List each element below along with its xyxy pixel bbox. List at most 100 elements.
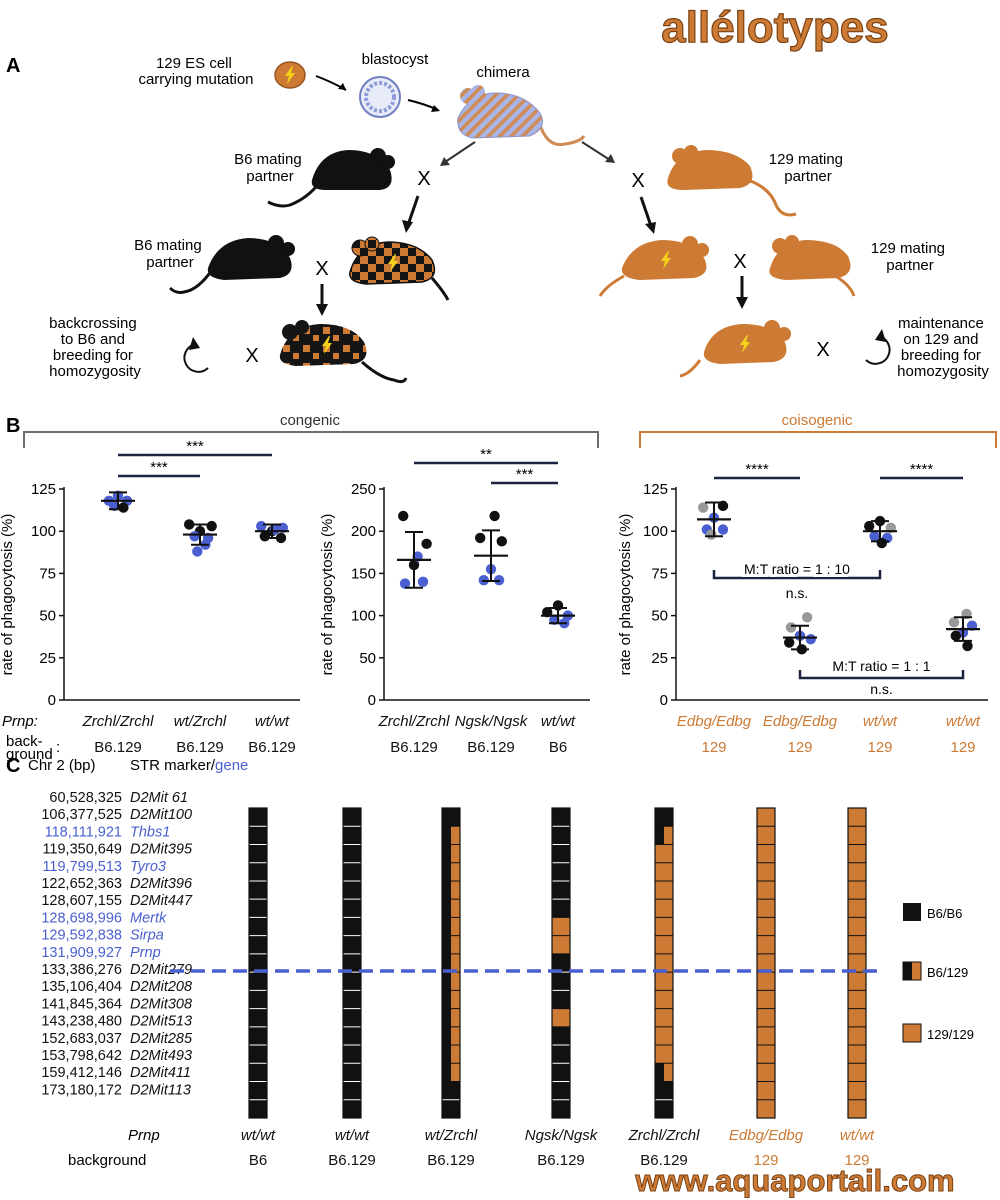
ns-label-2: n.s. (870, 681, 893, 697)
segment-b6-b6 (552, 844, 570, 863)
segment-129-129 (848, 1008, 866, 1027)
group-label: Zrchl/Zrchl (378, 713, 451, 730)
panel-b-label: B (6, 415, 20, 437)
cross-4: X (733, 251, 746, 273)
129-f1-mouse-icon (598, 236, 709, 297)
legend-swatch-b6b6 (903, 903, 921, 921)
segment-129-129 (757, 1045, 775, 1064)
segment-b6-b6 (249, 862, 267, 881)
y-tick-label: 100 (31, 523, 56, 540)
segment-b6-b6 (552, 1063, 570, 1082)
segment-b6-b6 (343, 808, 361, 827)
segment-129-129 (757, 826, 775, 845)
segment-b6-half (442, 862, 451, 881)
segment-b6-b6 (552, 972, 570, 991)
segment-b6-b6 (552, 1099, 570, 1118)
background-label: 129 (787, 739, 812, 756)
column-background-label: B6 (249, 1152, 267, 1169)
significance-label: ** (480, 446, 492, 463)
data-point (698, 502, 709, 513)
cycle-arrow-left-icon (183, 343, 209, 373)
column-background-label: B6.129 (328, 1152, 376, 1169)
group-label: Zrchl/Zrchl (82, 713, 155, 730)
segment-b6-b6 (343, 862, 361, 881)
129-mouse-icon-2 (769, 235, 856, 297)
segment-129-129 (757, 1008, 775, 1027)
background-label: B6.129 (390, 739, 438, 756)
segment-129-129 (848, 899, 866, 918)
cross-2: X (631, 170, 644, 192)
segment-b6-b6 (249, 826, 267, 845)
data-point (256, 520, 267, 532)
segment-129-129 (757, 953, 775, 973)
segment-b6-b6 (655, 1081, 673, 1100)
y-tick-label: 125 (31, 481, 56, 498)
segment-b6-half (442, 990, 451, 1009)
gene-name: Sirpa (130, 928, 164, 944)
segment-129-129 (757, 990, 775, 1009)
segment-b6-half (655, 826, 664, 845)
segment-129-129 (655, 935, 673, 954)
column-outline (551, 807, 571, 1119)
segment-129-129 (655, 953, 673, 973)
data-point (489, 510, 500, 522)
segment-b6-b6 (552, 862, 570, 881)
y-tick-label: 50 (39, 608, 56, 625)
segment-b6-b6 (655, 808, 673, 827)
panel-a: A 129 ES cell carrying mutation blastocy… (6, 51, 989, 384)
column-genotype-label: wt/wt (840, 1127, 875, 1144)
es-cell-caption: 129 ES cell carrying mutation (138, 55, 253, 88)
y-tick-label: 75 (39, 565, 56, 582)
segment-129-129 (848, 972, 866, 991)
y-axis-label: rate of phagocytosis (%) (0, 514, 16, 676)
marker-position: 119,350,649 (42, 842, 122, 858)
segment-129-129 (757, 899, 775, 918)
segment-129-129 (655, 862, 673, 881)
marker-position: 153,798,642 (41, 1048, 122, 1064)
group-label: Edbg/Edbg (763, 713, 838, 730)
panel-a-label: A (6, 55, 20, 77)
marker-name: D2Mit100 (130, 807, 192, 823)
marker-name: D2Mit447 (130, 893, 193, 909)
column-outline (847, 807, 867, 1119)
segment-b6-b6 (249, 1099, 267, 1118)
marker-position: 131,909,927 (41, 945, 122, 961)
segment-129-129 (848, 844, 866, 863)
segment-b6-half (442, 826, 451, 845)
data-point (785, 622, 797, 633)
data-point (864, 520, 875, 532)
segment-b6-b6 (552, 1081, 570, 1100)
background-label: B6.129 (94, 739, 142, 756)
y-tick-label: 75 (651, 565, 668, 582)
legend: B6/B6 B6/129 129/129 (902, 903, 974, 1043)
segment-b6-b6 (552, 1045, 570, 1064)
data-point (118, 502, 129, 513)
arrow-chimera-b6 (444, 141, 476, 163)
segment-129-129 (848, 935, 866, 954)
marker-name: D2Mit396 (130, 876, 193, 892)
legend-label-b6-129: B6/129 (927, 965, 968, 980)
maintenance-caption: maintenance on 129 and breeding for homo… (897, 315, 989, 380)
segment-129-129 (655, 1026, 673, 1046)
segment-129-129 (848, 953, 866, 973)
segment-129-129 (757, 1026, 775, 1046)
column-outline (756, 807, 776, 1119)
129-mouse-icon-1 (667, 145, 797, 217)
data-point (805, 634, 816, 645)
y-axis-label: rate of phagocytosis (%) (617, 514, 634, 676)
y-tick-label: 150 (351, 565, 376, 582)
column-background-label: B6.129 (427, 1152, 475, 1169)
segment-129-129 (848, 917, 866, 936)
row-label-background: back- ground (6, 733, 53, 763)
segment-b6-b6 (249, 917, 267, 936)
data-point (475, 532, 486, 544)
es-cell-icon (274, 61, 306, 89)
marker-position: 141,845,364 (41, 996, 122, 1012)
marker-name: D2Mit113 (130, 1082, 191, 1098)
marker-name: D2Mit279 (130, 962, 192, 978)
segment-b6-half (442, 1045, 451, 1064)
